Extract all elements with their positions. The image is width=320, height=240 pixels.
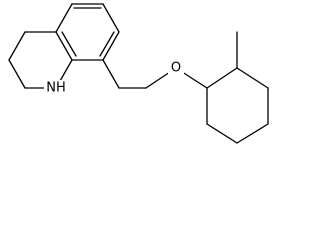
nh-atom-label: NH (46, 81, 66, 96)
bond-benzene-lower-right-inner (99, 31, 115, 57)
cyclohexane-ring (206, 67, 269, 144)
oxygen-label-bg (168, 60, 184, 76)
bond-cyclohexane-1 (206, 67, 238, 89)
bond-benzene-upper-right (102, 3, 120, 33)
bond-benzene-upper-left (55, 3, 73, 33)
bond-benzene-fusion (55, 31, 73, 61)
bond-c4-c3 (8, 31, 26, 61)
oxygen-atom-label: O (171, 61, 181, 76)
nh-label-bg (44, 80, 68, 96)
bond-cyclohexane-5 (206, 123, 238, 144)
bond-c8-ch2 (102, 59, 120, 89)
bond-c3-c2 (8, 59, 26, 89)
bond-benzene-fusion-inner (61, 31, 77, 57)
bond-benzene-lower-right (102, 31, 120, 61)
ether-linker (102, 59, 208, 89)
benzene-ring (55, 3, 120, 61)
bond-cyclohexane-4 (236, 123, 269, 144)
molecule-structure: O NH (8, 3, 269, 144)
bond-cyclohexane-2 (236, 67, 269, 89)
